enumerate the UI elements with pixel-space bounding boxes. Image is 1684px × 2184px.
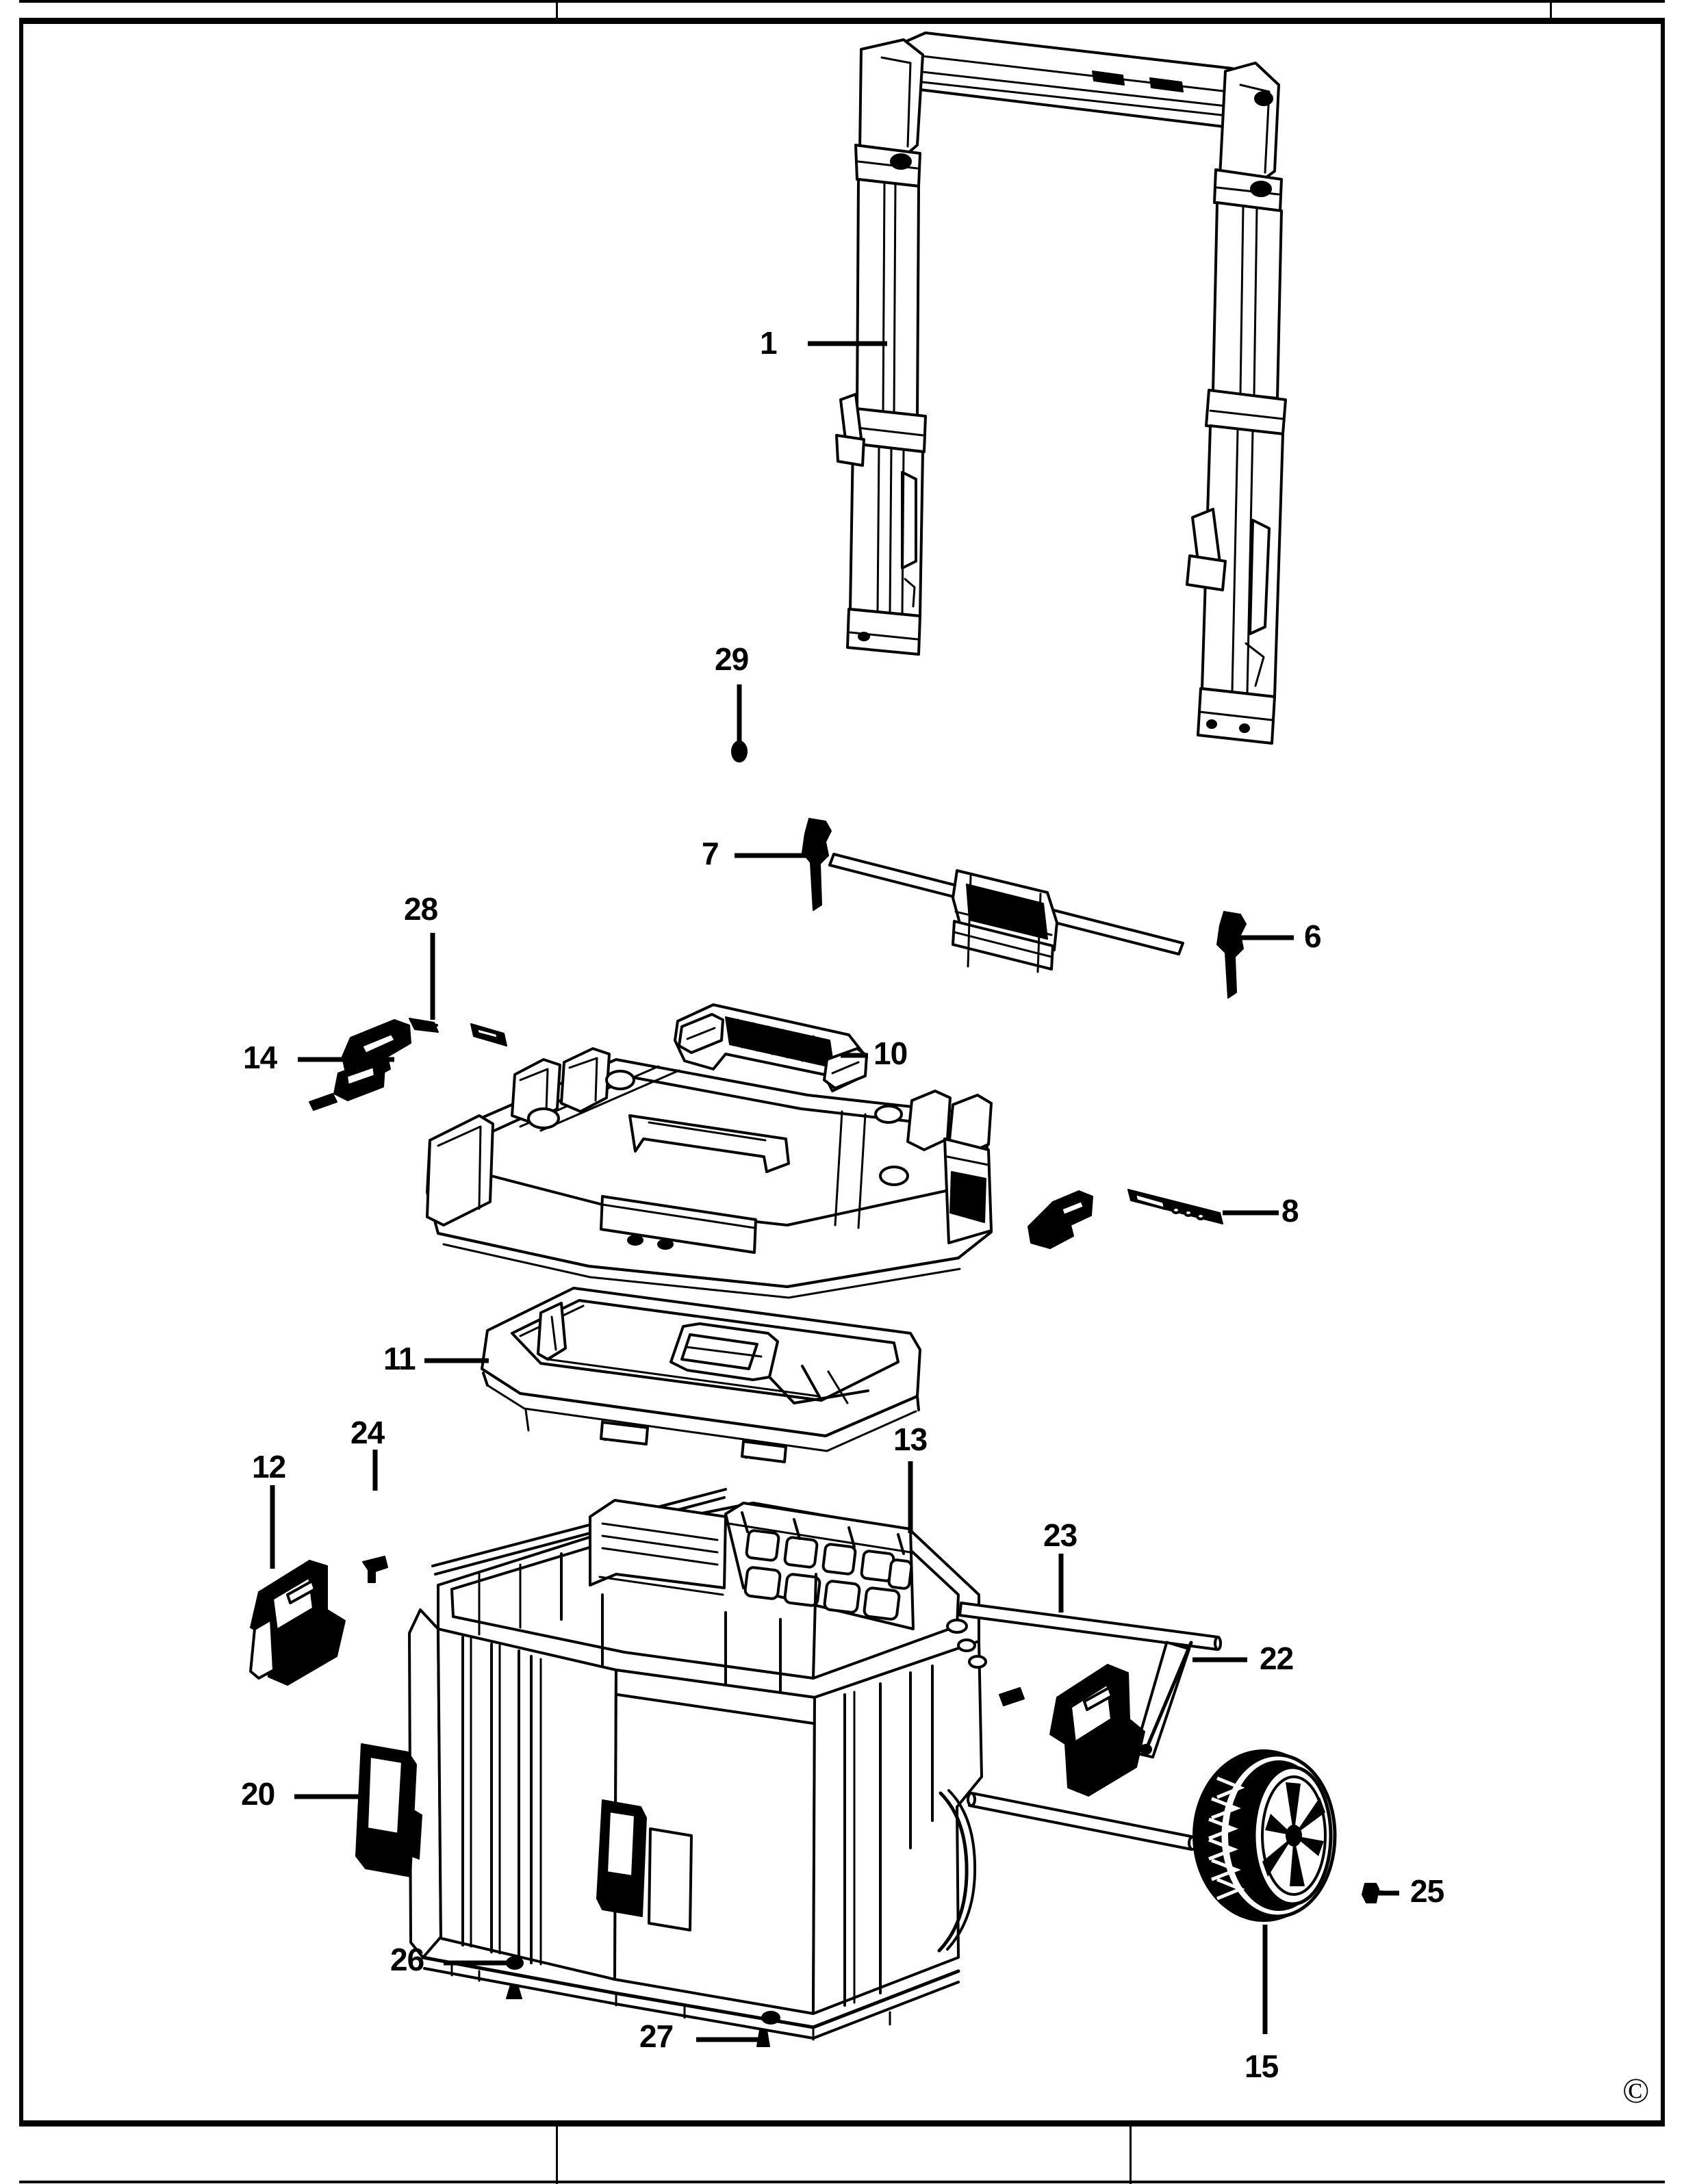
part-handle-cross-rod	[830, 854, 1183, 972]
part-side-carry-handle	[251, 1560, 345, 1685]
frame-top-outer	[19, 0, 1665, 3]
callout-number-14: 14	[243, 1040, 277, 1075]
part-wheel	[1192, 1749, 1335, 1922]
callout-number-11: 11	[383, 1341, 416, 1376]
part-screw-small	[363, 1556, 387, 1582]
frame-left	[19, 18, 23, 2124]
frame-title-divider-bottom	[19, 2120, 1665, 2127]
callout-number-10: 10	[873, 1036, 908, 1071]
callout-number-1: 1	[760, 325, 778, 361]
part-lid-shell	[427, 1049, 991, 1298]
callout-number-23: 23	[1043, 1517, 1077, 1553]
callout-number-6: 6	[1304, 918, 1322, 954]
title-block-tick-bottom-1	[556, 2127, 558, 2184]
part-pivot-pin	[409, 1018, 438, 1032]
part-telescoping-handle-assembly	[837, 33, 1286, 743]
part-spring-pin-upper	[471, 1024, 507, 1046]
part-axle-rod	[968, 1793, 1196, 1849]
part-box-body	[409, 1489, 986, 2040]
frame-right	[1661, 18, 1665, 2124]
part-front-latch-detached	[356, 1744, 422, 1877]
title-block-tick-top-1	[556, 0, 558, 18]
callout-number-25: 25	[1410, 1873, 1444, 1909]
callout-number-12: 12	[252, 1449, 286, 1485]
part-organizer-tray	[482, 1288, 920, 1462]
frame-bottom-outer	[19, 2181, 1665, 2183]
part-hinge-rod	[960, 1603, 1221, 1649]
part-lid-carry-handle	[675, 1005, 867, 1091]
part-lid-latch-catch	[309, 1020, 411, 1110]
callout-number-27: 27	[639, 2018, 674, 2054]
callout-number-20: 20	[241, 1776, 275, 1812]
part-release-lever-right	[1217, 912, 1246, 998]
title-block-tick-top-2	[1550, 0, 1552, 18]
title-block-tick-bottom-2	[1130, 2127, 1132, 2184]
part-release-lever-left	[802, 819, 831, 910]
callout-number-28: 28	[404, 891, 438, 927]
callout-number-29: 29	[715, 641, 749, 677]
part-wheel-mount-bracket	[999, 1665, 1145, 1796]
callout-number-26: 26	[390, 1942, 424, 1977]
callout-number-15: 15	[1245, 2048, 1279, 2084]
callout-number-13: 13	[893, 1422, 928, 1457]
callout-number-24: 24	[350, 1415, 385, 1450]
callout-number-22: 22	[1260, 1641, 1294, 1676]
frame-title-divider-top	[19, 18, 1665, 24]
callout-number-7: 7	[702, 836, 719, 871]
part-spring-pin-lower	[1128, 1190, 1223, 1224]
copyright-mark: ©	[1622, 2072, 1650, 2111]
callout-number-8: 8	[1281, 1193, 1299, 1229]
part-latch-hook-right	[1028, 1191, 1093, 1248]
part-pin-short	[1127, 1641, 1197, 1758]
